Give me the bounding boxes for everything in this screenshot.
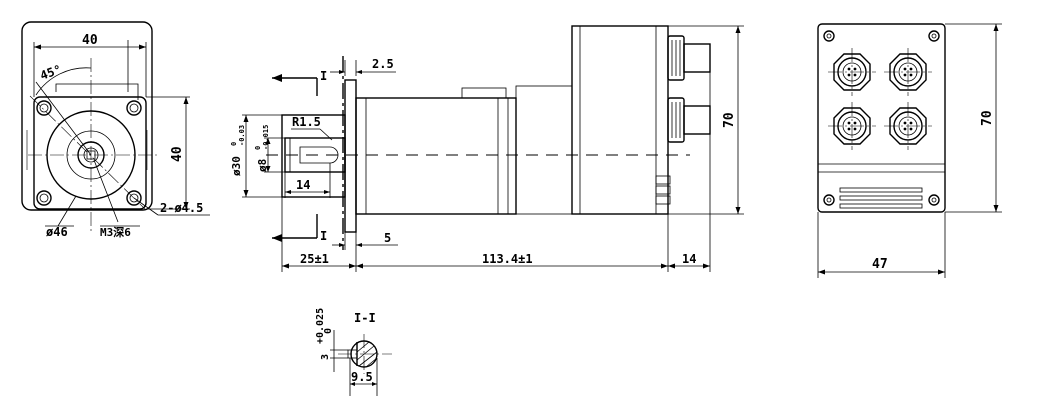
side-dim-shaft-tol-lower: -0.015: [262, 125, 270, 150]
end-vent-slot-1: [839, 187, 923, 193]
front-housing-outline: [21, 21, 153, 211]
side-view: I I: [230, 25, 744, 272]
front-dim-angle: 45°: [38, 62, 63, 83]
end-vent-slot-2: [839, 195, 923, 201]
front-dim-thread: M3深6: [100, 225, 131, 239]
front-view: 40 45° 40 2-ø4.5 ø46 M3深6: [21, 21, 210, 239]
end-view: 70 47: [817, 23, 1002, 278]
front-angle-leader: [35, 81, 92, 156]
front-mounting-holes: [36, 100, 142, 206]
section-title: I-I: [354, 311, 376, 325]
side-dim-spigot: 5: [384, 231, 391, 245]
side-dim-flange-thick: 2.5: [372, 57, 394, 71]
side-shaft-key: [299, 146, 339, 164]
section-hatch: [356, 341, 378, 368]
front-hole-leader: [133, 197, 159, 216]
side-shaft: [284, 137, 346, 173]
section-dim-width: 9.5: [351, 370, 373, 384]
end-corner-screws: [823, 30, 940, 206]
front-dim-pilot: ø46: [46, 225, 68, 239]
side-dim-key-len: 14: [296, 178, 310, 192]
side-rear-body: [515, 85, 573, 215]
side-dim-shaft-len: 25±1: [300, 252, 329, 266]
side-dim-conn-len: 14: [682, 252, 696, 266]
side-dim-pilot-dia: ø30: [230, 156, 243, 176]
section-dim-tol-lower: 0: [323, 328, 334, 334]
side-dim-body-len: 113.4±1: [482, 252, 533, 266]
front-diagonal: [29, 95, 147, 211]
side-dim-height: 70: [722, 112, 737, 128]
front-pilot-leader: [57, 195, 77, 227]
side-flange-plate: [344, 79, 357, 233]
end-housing-outline: [817, 23, 946, 213]
end-connectors: [828, 48, 932, 150]
front-upper-block: [55, 83, 139, 100]
section-dim-flat: 3: [320, 354, 331, 360]
front-dim-right-height: 40: [170, 146, 185, 162]
section-dim-tol-upper: +0.025: [315, 308, 326, 344]
side-dim-shaft-dia: ø8: [256, 159, 269, 172]
side-section-mark-top: I: [320, 69, 327, 83]
side-dim-shaft-tol-upper: 0: [254, 146, 262, 150]
front-dim-hole: 2-ø4.5: [160, 201, 203, 215]
front-thread-leader: [93, 159, 119, 223]
front-flange-square: [33, 96, 147, 210]
side-motor-body: [355, 97, 517, 215]
front-angle-arc: [35, 67, 92, 96]
side-dim-pilot-tol-upper: 0: [230, 142, 238, 146]
front-dim-top-width: 40: [82, 33, 98, 48]
side-connectors: [655, 35, 711, 205]
section-view: I-I +0.025 0 3 9.5: [315, 308, 392, 396]
side-dim-radius: R1.5: [292, 115, 321, 129]
end-dim-height: 70: [980, 110, 995, 126]
side-driver-box: [571, 25, 669, 215]
side-top-cover: [461, 87, 507, 99]
side-section-mark-bottom: I: [320, 229, 327, 243]
side-dim-pilot-tol-lower: -0.03: [238, 125, 246, 146]
end-vent-slot-3: [839, 203, 923, 209]
end-dim-width: 47: [872, 257, 888, 272]
